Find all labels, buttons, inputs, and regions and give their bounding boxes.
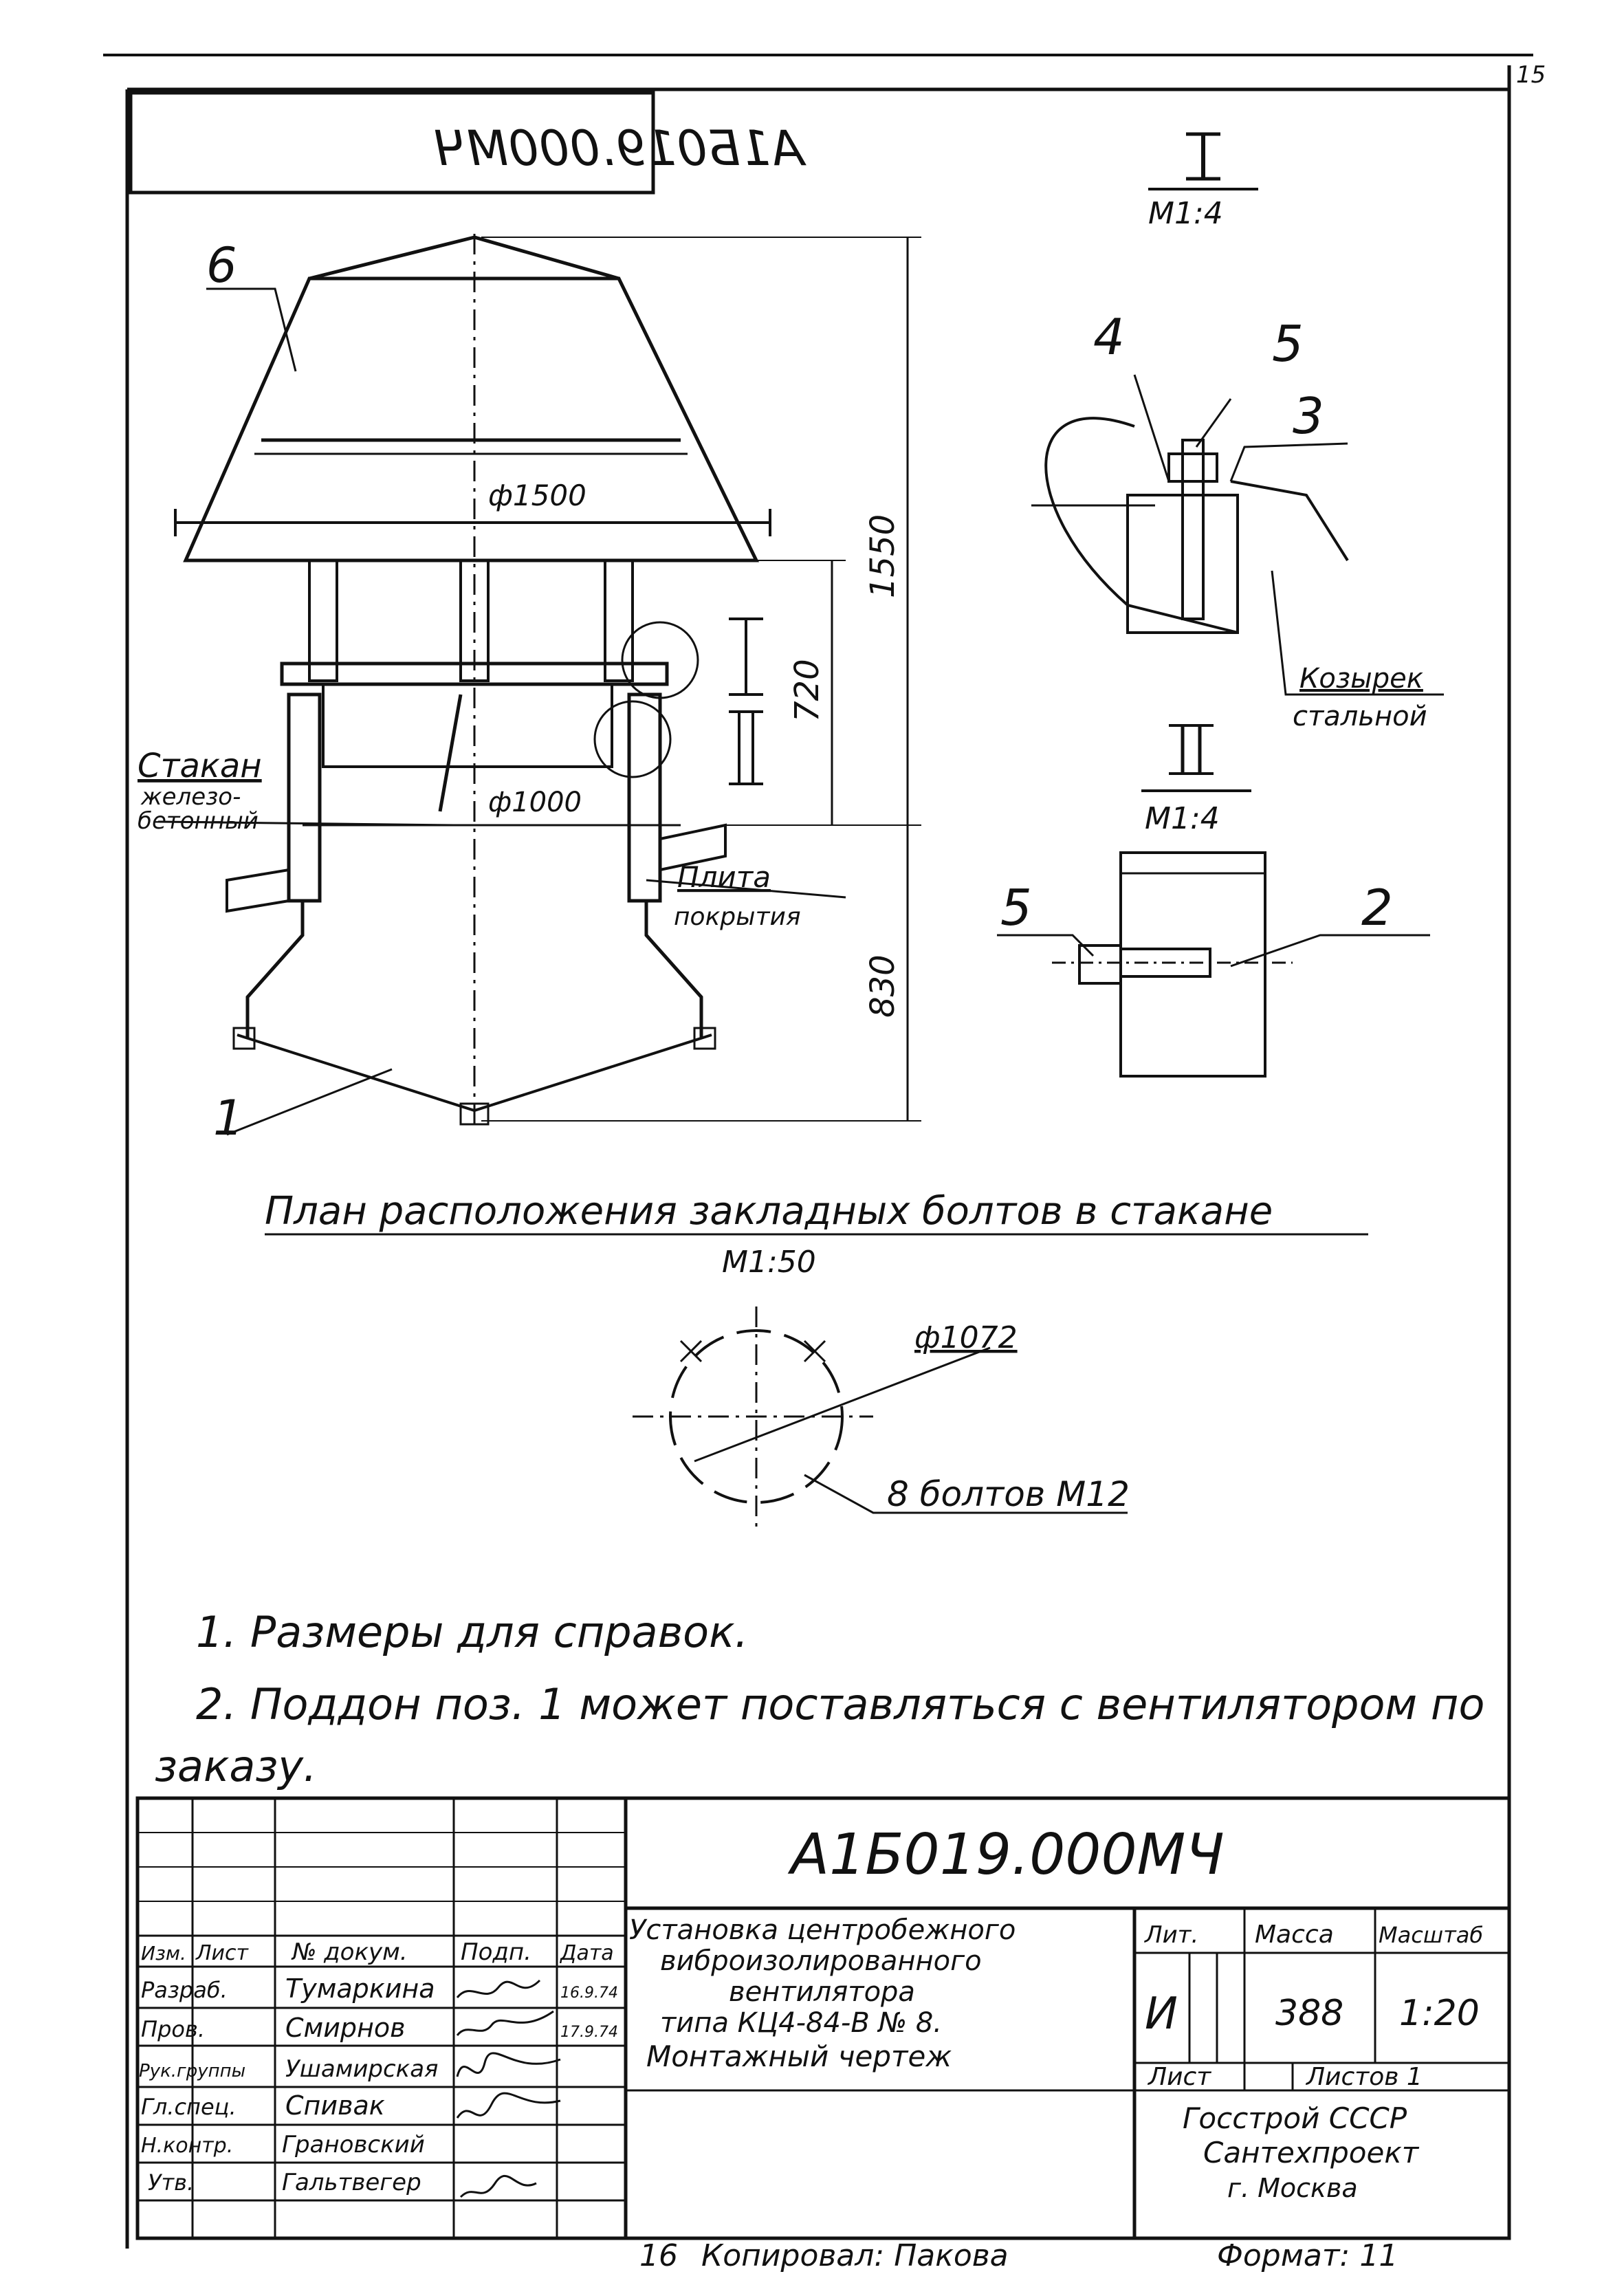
sig-name-6: Гальтвегер <box>282 2169 421 2196</box>
sig-name-1: Тумаркина <box>285 1974 435 2004</box>
desc-line-2: виброизолированного <box>660 1945 982 1977</box>
mass-header: Масса <box>1255 1921 1334 1949</box>
col-doc: № докум. <box>291 1938 408 1966</box>
sheet-label: Лист <box>1147 2063 1211 2091</box>
bolt-plan-title: План расположения закладных болтов в ста… <box>265 1189 1273 1234</box>
org-line-2: Сантехпроект <box>1203 2136 1420 2169</box>
detail-II-pos-5: 5 <box>1000 879 1032 937</box>
diam-1000-label: ф1000 <box>488 787 582 818</box>
desc-line-1: Установка центробежного <box>629 1914 1016 1946</box>
bolt-circle <box>633 1307 1128 1527</box>
footer-left-num: 16 <box>639 2238 678 2273</box>
stakan-label-3: бетонный <box>138 807 259 835</box>
signature-scribble-3 <box>456 2052 561 2077</box>
note-2: 2. Поддон поз. 1 может поставляться с ве… <box>196 1679 1484 1729</box>
sig-role-3: Рук.группы <box>139 2061 245 2081</box>
page-number: 15 <box>1516 61 1546 89</box>
doc-code: А1Б019.000МЧ <box>787 1822 1225 1888</box>
detail-I-pos-3: 3 <box>1293 387 1324 445</box>
main-view <box>157 234 921 1136</box>
signature-scribble-5 <box>459 2174 537 2198</box>
signature-scribble-4 <box>456 2092 561 2119</box>
sig-name-4: Спивак <box>285 2090 385 2121</box>
lit-header: Лит. <box>1143 1921 1198 1949</box>
sig-role-1: Разраб. <box>141 1977 228 2003</box>
col-date: Дата <box>559 1941 614 1965</box>
stakan-label-2: железо- <box>140 783 241 811</box>
note-1: 1. Размеры для справок. <box>196 1607 748 1657</box>
sig-date-1: 16.9.74 <box>560 1985 618 2002</box>
signatures: Разраб. Тумаркина 16.9.74 Пров. Смирнов … <box>139 1974 618 2198</box>
sig-name-2: Смирнов <box>285 2013 406 2043</box>
note-2-cont: заказу. <box>155 1741 317 1791</box>
description: Установка центробежного виброизолированн… <box>629 1914 1016 2073</box>
sig-role-5: Н.контр. <box>141 2134 233 2158</box>
col-sign: Подп. <box>461 1938 531 1966</box>
detail-II-scale: M1:4 <box>1145 801 1220 836</box>
detail-II <box>997 724 1430 1078</box>
pos-1-label: 1 <box>213 1090 244 1146</box>
bolt-plan-scale: M1:50 <box>722 1245 816 1280</box>
bolt-plan-bolts: 8 болтов М12 <box>887 1474 1130 1514</box>
desc-line-4: типа КЦ4-84-В № 8. <box>660 2007 942 2039</box>
stamp-box: А1Б019.000МЧ <box>129 91 806 195</box>
col-list: Лист <box>195 1941 250 1965</box>
detail-I-scale: M1:4 <box>1148 196 1223 231</box>
detail-I <box>1031 132 1444 696</box>
title-block-grid <box>135 1796 1511 2240</box>
stakan-label: Стакан <box>138 747 262 785</box>
signature-scribble-1 <box>456 1979 541 1998</box>
mass-value: 388 <box>1275 1993 1343 2034</box>
dim-1550-label: 1550 <box>864 514 902 598</box>
scale-value: 1:20 <box>1399 1993 1480 2034</box>
bolt-plan-diam: ф1072 <box>914 1320 1018 1355</box>
desc-line-3: вентилятора <box>729 1976 915 2008</box>
detail-I-pos-5: 5 <box>1272 315 1304 373</box>
scale-header: Масштаб <box>1379 1922 1483 1948</box>
plita-label: Плита <box>677 860 771 894</box>
kozyrek-label-2: стальной <box>1293 701 1427 732</box>
signature-scribble-2 <box>456 2010 554 2036</box>
col-izm: Изм. <box>141 1942 186 1965</box>
sig-name-5: Грановский <box>282 2131 425 2158</box>
org-line-3: г. Москва <box>1227 2173 1358 2203</box>
detail-II-pos-2: 2 <box>1361 879 1393 937</box>
sig-name-3: Ушамирская <box>285 2055 439 2083</box>
footer-format: Формат: 11 <box>1217 2238 1398 2273</box>
detail-I-pos-4: 4 <box>1093 308 1125 366</box>
dim-830-label: 830 <box>864 954 902 1018</box>
org-line-1: Госстрой СССР <box>1183 2101 1407 2135</box>
stamp-code-mirrored: А1Б019.000МЧ <box>434 120 806 177</box>
sig-role-4: Гл.спец. <box>141 2094 237 2120</box>
sig-role-2: Пров. <box>141 2016 205 2042</box>
plita-label-2: покрытия <box>674 903 801 931</box>
dim-720-label: 720 <box>788 659 826 722</box>
footer-copied: Копировал: Пакова <box>701 2238 1009 2273</box>
diam-1500-label: ф1500 <box>488 479 586 512</box>
lit-value: И <box>1145 1989 1178 2040</box>
sheets-label: Листов 1 <box>1305 2063 1423 2091</box>
sig-role-6: Утв. <box>148 2169 194 2196</box>
pos-6-label: 6 <box>206 237 237 294</box>
desc-line-5: Монтажный чертеж <box>646 2040 952 2073</box>
sig-date-2: 17.9.74 <box>560 2024 618 2041</box>
kozyrek-label: Козырек <box>1299 663 1423 695</box>
